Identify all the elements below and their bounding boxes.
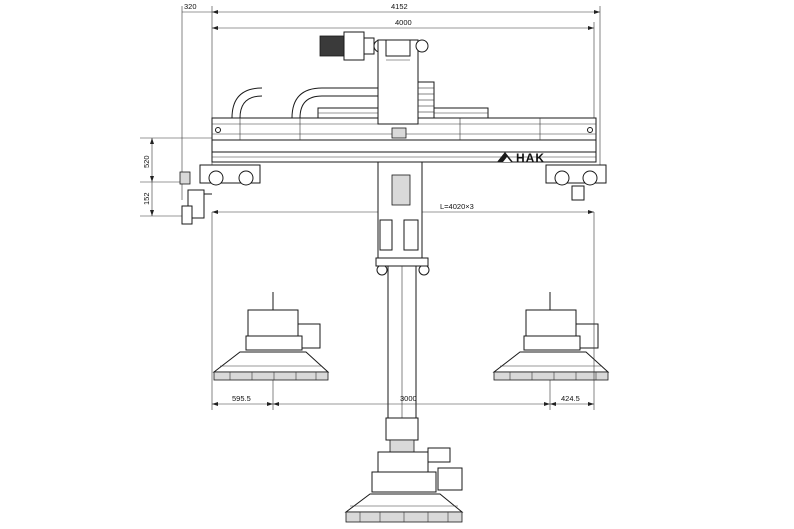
hak-logo [497,152,513,162]
right-end-truck [545,164,607,201]
dim-height-lower: 152 [142,192,151,205]
main-beam [211,117,597,163]
dim-offset-left: 320 [184,2,197,11]
left-end-truck [179,164,261,225]
bottom-dimensions [211,212,595,410]
dim-center-span: 3000 [400,394,417,403]
dim-left-offset: 595.5 [232,394,251,403]
vacuum-lifter-center [344,447,464,523]
dim-rail-span: 4000 [395,18,412,27]
dim-overall-width: 4152 [391,2,408,11]
top-dimensions [181,6,601,200]
vertical-mast [375,161,430,453]
vacuum-lifter-right [492,292,610,381]
vacuum-lifter-left [212,292,330,381]
dim-rail-length: L=4020×3 [440,202,474,211]
dim-height-upper: 520 [142,155,151,168]
brand-text: HAK [516,151,545,165]
dim-right-offset: 424.5 [561,394,580,403]
upper-carriage [231,31,489,139]
